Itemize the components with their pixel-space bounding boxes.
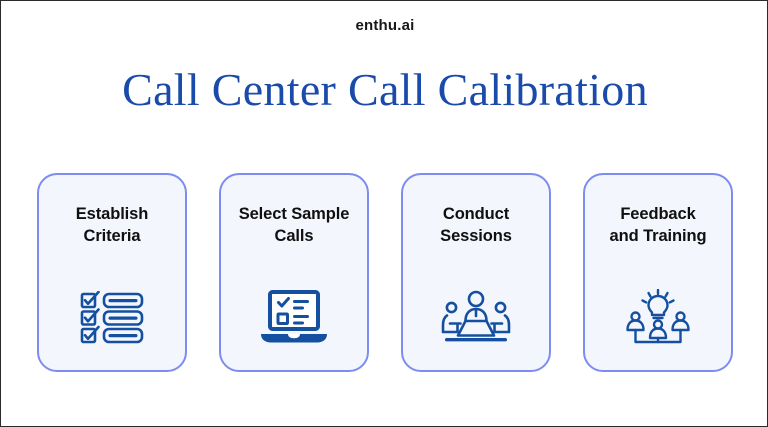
card-establish-criteria[interactable]: Establish Criteria xyxy=(37,173,187,372)
page-title: Call Center Call Calibration xyxy=(122,64,648,115)
card-title-line-1: Establish xyxy=(75,205,149,223)
card-title-line-1: Select Sample xyxy=(238,205,350,223)
steps-card-row: Establish Criteria xyxy=(37,173,733,372)
card-title-line-2: Sessions xyxy=(440,227,512,246)
lightbulb-team-icon xyxy=(621,288,695,348)
checklist-icon xyxy=(75,288,149,348)
card-title-line-1: Conduct xyxy=(442,205,510,223)
card-title-line-2: Calls xyxy=(274,227,314,246)
card-conduct-sessions[interactable]: Conduct Sessions xyxy=(401,173,551,372)
card-title-establish-criteria: Establish Criteria xyxy=(44,203,180,248)
card-title-line-1: Feedback xyxy=(620,205,696,223)
meeting-table-icon xyxy=(439,288,513,348)
card-select-sample-calls[interactable]: Select Sample Calls xyxy=(219,173,369,372)
card-title-line-2: and Training xyxy=(609,227,707,246)
card-title-select-sample-calls: Select Sample Calls xyxy=(226,203,362,248)
card-title-line-2: Criteria xyxy=(83,227,141,246)
card-feedback-and-training[interactable]: Feedback and Training xyxy=(583,173,733,372)
brand-logo-text: enthu.ai xyxy=(355,17,415,34)
card-title-conduct-sessions: Conduct Sessions xyxy=(408,203,544,248)
laptop-checklist-icon xyxy=(257,288,331,348)
card-title-feedback-and-training: Feedback and Training xyxy=(590,203,726,248)
